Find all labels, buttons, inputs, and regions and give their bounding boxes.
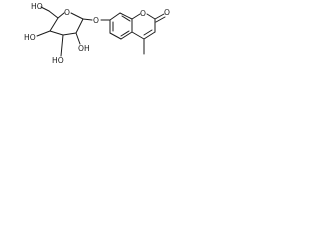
bond-c4-oh	[36, 30, 51, 37]
bond-ar-double-1	[121, 15, 131, 22]
bond-c1-c2	[75, 18, 84, 34]
label-o-glycosidic: O	[93, 16, 99, 25]
bond-carbonyl-2	[155, 16, 166, 23]
label-o-lactone-ring: O	[140, 9, 146, 18]
label-o-ring-sugar: O	[64, 8, 70, 17]
bond-o-c2	[146, 13, 156, 20]
bond-c4-c4a	[131, 31, 145, 40]
bond-c6-c5	[48, 10, 59, 19]
pyranone-ring	[131, 13, 156, 40]
bond-oring-c1	[70, 12, 84, 20]
bond-c6-oh	[40, 6, 50, 12]
bond-c1-oglyc	[82, 18, 93, 21]
structure-diagram: HO O O O O HO OH HO	[0, 0, 210, 75]
bond-c8a-o	[131, 13, 141, 20]
bond-ar-5	[109, 32, 122, 40]
sugar-ring	[48, 10, 84, 36]
bond-c2-c3	[62, 32, 77, 36]
bond-c5-oring	[57, 12, 65, 19]
bond-c2-oh	[75, 32, 81, 45]
bond-c3-c4	[49, 30, 64, 36]
benzene-ring	[109, 12, 133, 40]
bond-ar-2	[119, 12, 133, 20]
molecule-drawing: HO O O O O HO OH HO	[24, 2, 170, 65]
bond-ar-double-2	[120, 30, 130, 37]
bond-ar-4	[120, 31, 133, 40]
bond-c3-c4-double	[143, 29, 153, 36]
label-oh-middle: OH	[78, 44, 90, 53]
bond-carbonyl-1	[154, 13, 165, 20]
bond-c3-c4	[143, 31, 156, 40]
label-ho-top: HO	[31, 2, 43, 11]
label-ho-left: HO	[24, 33, 36, 42]
bond-c4-c5	[49, 17, 59, 32]
bond-ar-1	[109, 12, 121, 21]
label-o-carbonyl: O	[164, 8, 170, 17]
bond-c3-oh	[60, 34, 64, 57]
label-ho-bottom: HO	[52, 56, 64, 65]
